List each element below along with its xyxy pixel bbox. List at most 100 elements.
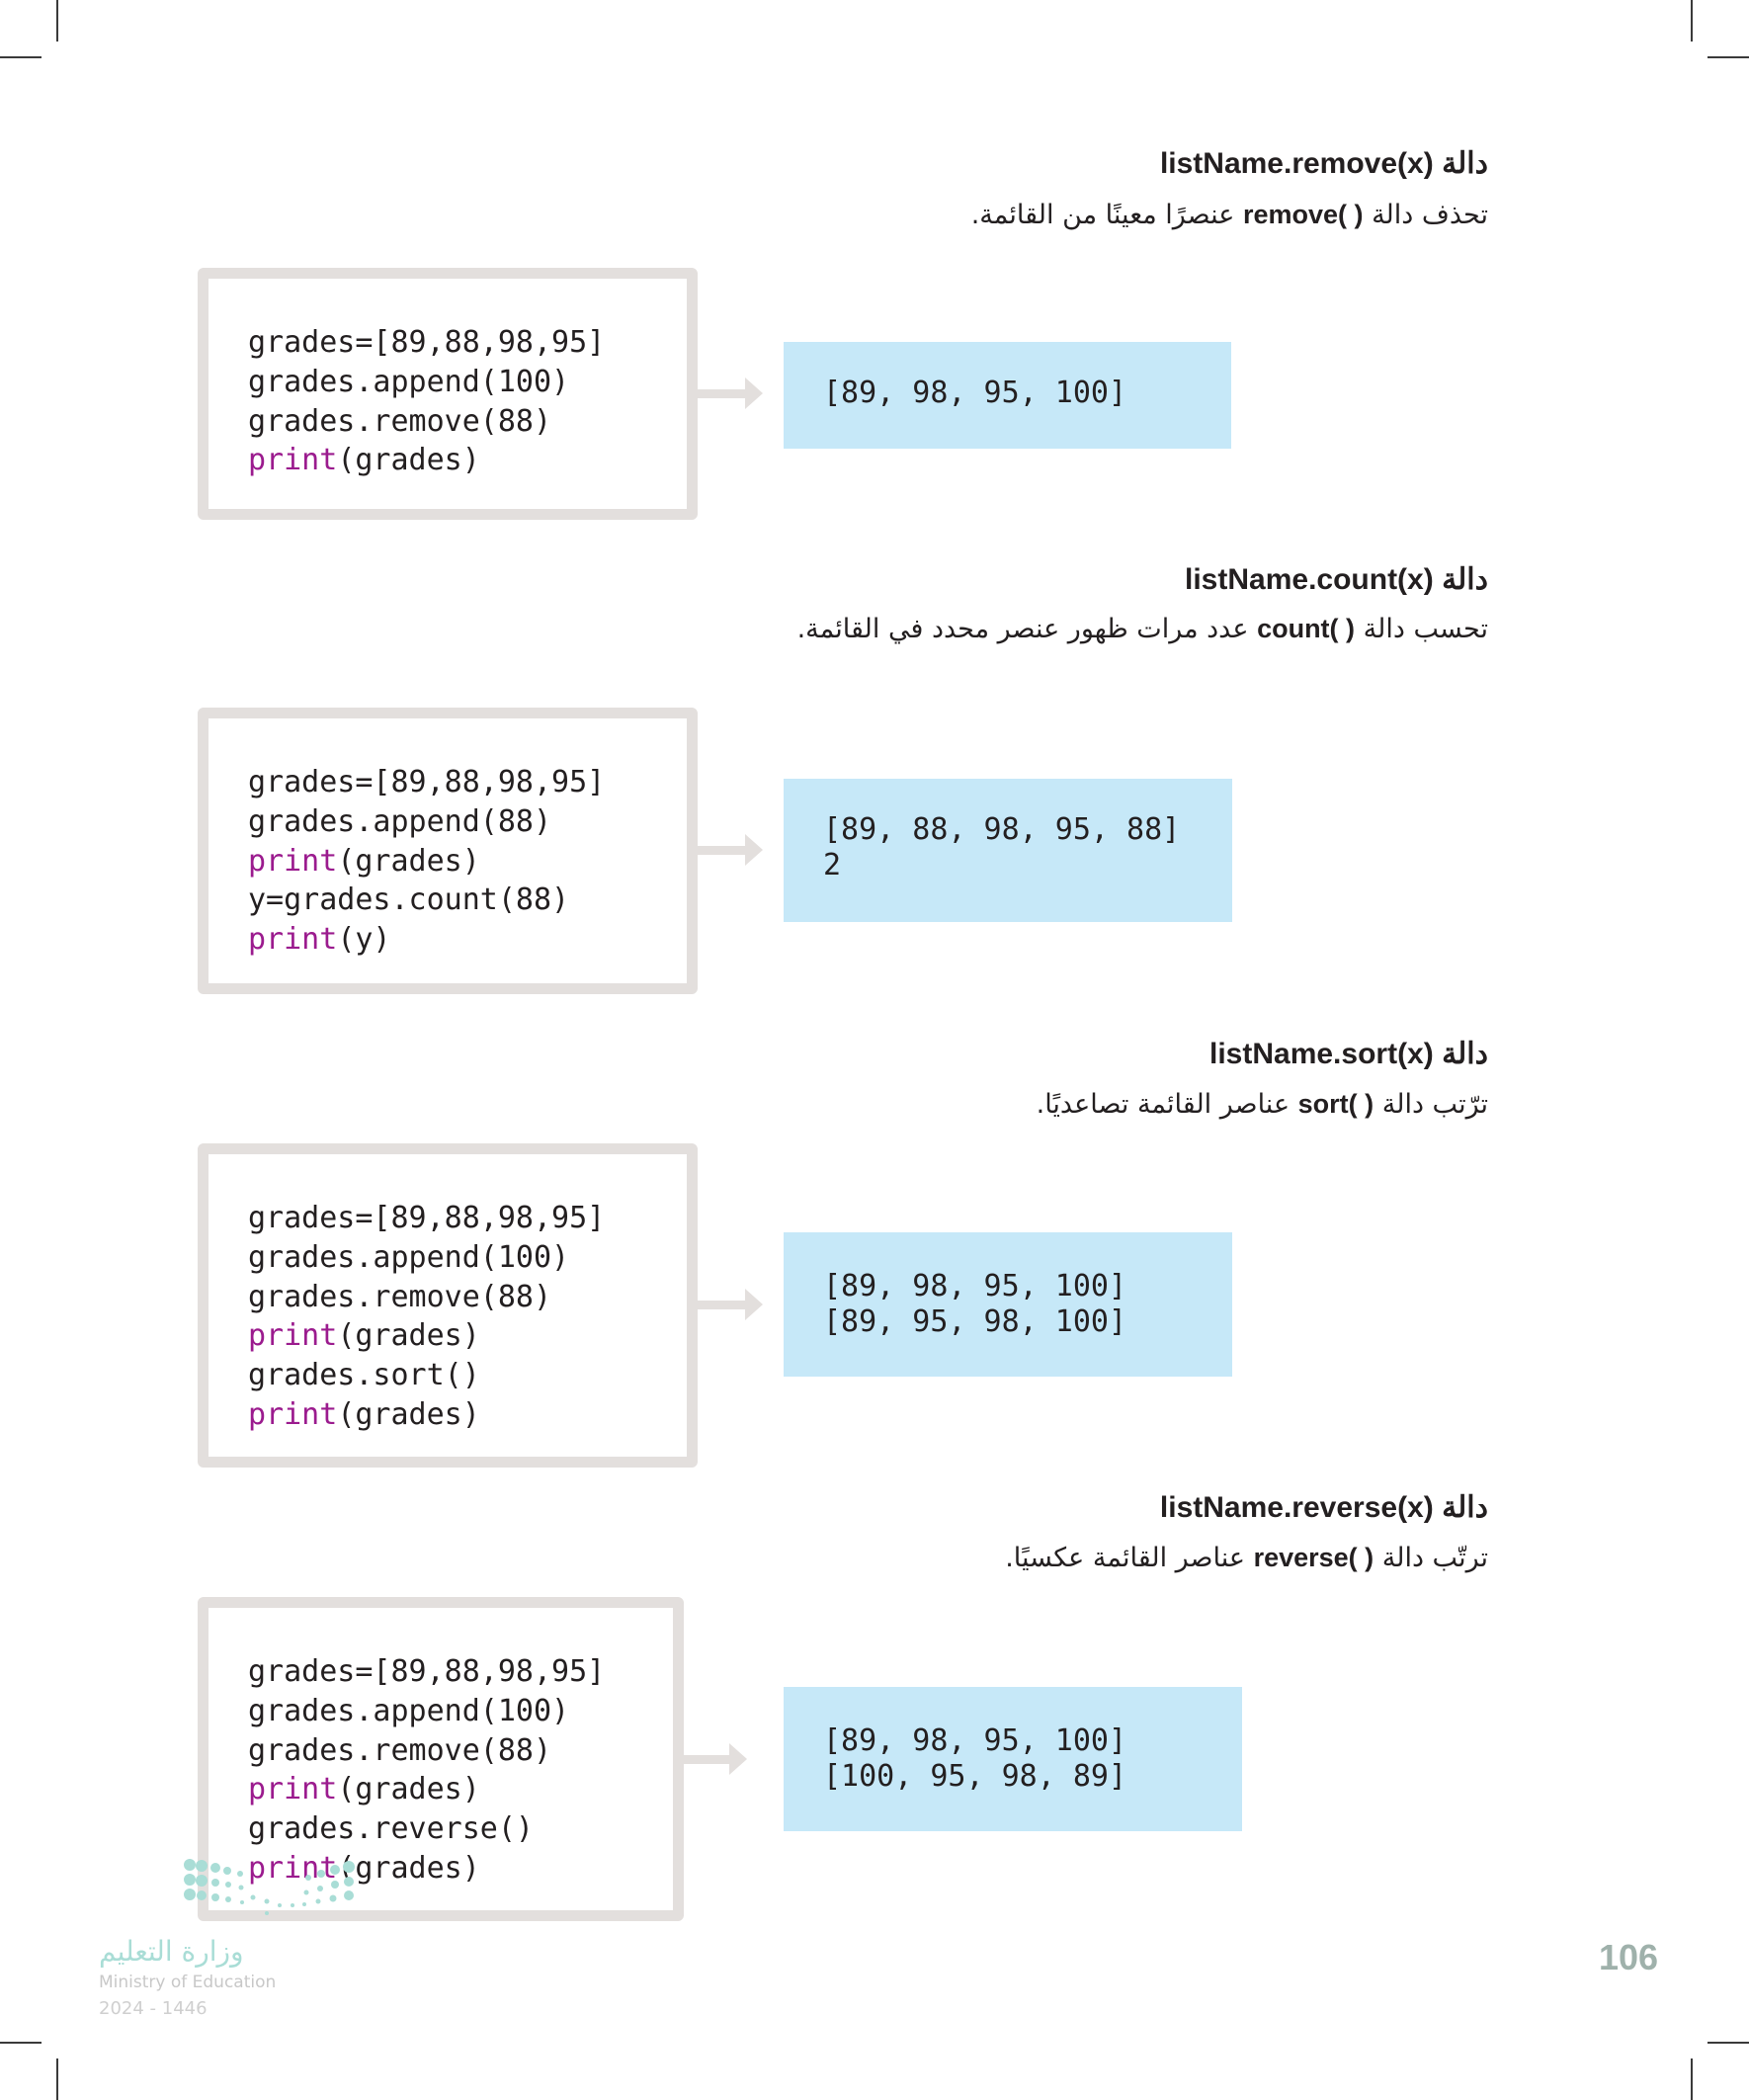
section-heading: دالة listName.sort(x) xyxy=(1209,1037,1488,1071)
heading-prefix: دالة xyxy=(1442,1038,1488,1070)
code-line: grades.reverse() xyxy=(248,1809,605,1849)
code-line: grades.append(100) xyxy=(248,363,605,402)
code-text: grades.append(88) xyxy=(248,803,552,839)
code-text: (grades) xyxy=(337,443,480,478)
code-line: grades.append(100) xyxy=(248,1692,605,1731)
code-line: print(grades) xyxy=(248,1316,605,1356)
desc-text: تحسب دالة xyxy=(1363,614,1488,644)
code-line: grades.append(100) xyxy=(248,1238,605,1278)
code-keyword: print xyxy=(248,843,338,879)
code-text: (grades) xyxy=(337,1850,480,1886)
desc-text: عنصرًا معينًا من القائمة. xyxy=(970,200,1235,230)
section-description: تحسب دالة count( ) عدد مرات ظهور عنصر مح… xyxy=(797,614,1488,644)
desc-function: reverse( ) xyxy=(1253,1543,1374,1572)
code-keyword: print xyxy=(248,922,338,958)
desc-text: عناصر القائمة تصاعديًا. xyxy=(1036,1089,1291,1120)
page-number: 106 xyxy=(1599,1937,1659,1977)
code-block: grades=[89,88,98,95] grades.append(100) gr… xyxy=(198,1597,684,1921)
code-text: (y) xyxy=(337,922,391,958)
code-line: print(y) xyxy=(248,920,605,960)
code-text: grades=[89,88,98,95] xyxy=(248,325,606,360)
heading-prefix: دالة xyxy=(1442,1491,1488,1524)
output-line: [89, 95, 98, 100] xyxy=(823,1304,1127,1339)
output-block: [89, 88, 98, 95, 88]2 xyxy=(784,779,1232,922)
output-lines: [89, 98, 95, 100][100, 95, 98, 89] xyxy=(823,1723,1126,1795)
desc-text: ترتّب دالة xyxy=(1381,1543,1488,1573)
code-line: y=grades.count(88) xyxy=(248,881,605,920)
code-text: grades.remove(88) xyxy=(248,1279,552,1314)
code-text: (grades) xyxy=(337,843,480,879)
logo-arabic-text: وزارة التعليم xyxy=(99,1935,244,1968)
section-description: تحذف دالة remove( ) عنصرًا معينًا من الق… xyxy=(971,200,1488,230)
crop-mark xyxy=(0,2042,42,2044)
section-heading: دالة listName.count(x) xyxy=(1185,562,1488,597)
heading-function-name: listName.sort(x) xyxy=(1209,1038,1434,1070)
output-line: [89, 98, 95, 100] xyxy=(823,376,1127,410)
crop-mark xyxy=(56,0,58,42)
crop-mark xyxy=(1707,56,1749,58)
heading-prefix: دالة xyxy=(1442,147,1488,180)
logo-year: 2024 - 1446 xyxy=(99,1998,208,2019)
code-block: grades=[89,88,98,95]grades.append(100)gr… xyxy=(198,268,698,520)
code-line: print(grades) xyxy=(248,1395,605,1435)
logo-english-text: Ministry of Education xyxy=(99,1973,277,1992)
code-keyword: print xyxy=(248,1772,338,1807)
code-text: grades=[89,88,98,95] xyxy=(248,1201,606,1235)
desc-function: count( ) xyxy=(1257,614,1356,643)
code-line: grades=[89,88,98,95] xyxy=(248,1652,605,1692)
code-text: grades.remove(88) xyxy=(248,403,552,439)
crop-mark xyxy=(56,2058,58,2100)
crop-mark xyxy=(0,56,42,58)
code-keyword: print xyxy=(248,1318,338,1354)
desc-function: remove( ) xyxy=(1242,200,1364,229)
output-line: [89, 88, 98, 95, 88] xyxy=(823,812,1181,847)
code-text: (grades) xyxy=(337,1396,480,1432)
code-line: print(grades) xyxy=(248,441,605,480)
desc-text: ترّتب دالة xyxy=(1381,1089,1488,1120)
code-text: grades.append(100) xyxy=(248,1693,570,1728)
code-keyword: print xyxy=(248,1396,338,1432)
code-line: grades.remove(88) xyxy=(248,1278,605,1317)
code-text: grades.reverse() xyxy=(248,1811,534,1847)
desc-text: تحذف دالة xyxy=(1372,200,1488,230)
code-line: print(grades) xyxy=(248,1770,605,1809)
heading-prefix: دالة xyxy=(1442,563,1488,596)
code-line: print(grades) xyxy=(248,1849,605,1889)
code-line: grades.remove(88) xyxy=(248,1731,605,1771)
crop-mark xyxy=(1707,2042,1749,2044)
desc-text: عدد مرات ظهور عنصر محدد في القائمة. xyxy=(796,614,1249,644)
section-heading: دالة listName.remove(x) xyxy=(1160,146,1488,181)
output-line: [89, 98, 95, 100] xyxy=(823,1723,1127,1758)
output-block: [89, 98, 95, 100][100, 95, 98, 89] xyxy=(784,1687,1242,1831)
output-lines: [89, 98, 95, 100][89, 95, 98, 100] xyxy=(823,1269,1126,1340)
code-line: grades.remove(88) xyxy=(248,402,605,442)
section-description: ترّتب دالة sort( ) عناصر القائمة تصاعديً… xyxy=(1037,1089,1488,1120)
desc-text: عناصر القائمة عكسيًا. xyxy=(1005,1543,1245,1573)
output-lines: [89, 88, 98, 95, 88]2 xyxy=(823,812,1180,883)
code-lines: grades=[89,88,98,95] grades.append(100) gr… xyxy=(248,1652,605,1889)
code-text: grades=[89,88,98,95] xyxy=(248,1654,606,1689)
output-block: [89, 98, 95, 100] xyxy=(784,342,1231,449)
output-line: [100, 95, 98, 89] xyxy=(823,1759,1127,1794)
code-lines: grades=[89,88,98,95]grades.append(100)gr… xyxy=(248,323,605,480)
code-text: grades=[89,88,98,95] xyxy=(248,765,606,799)
heading-function-name: listName.reverse(x) xyxy=(1159,1491,1434,1524)
code-lines: grades=[89,88,98,95]grades.append(88)pri… xyxy=(248,763,605,960)
code-block: grades=[89,88,98,95]grades.append(88)pri… xyxy=(198,708,698,994)
code-line: grades=[89,88,98,95] xyxy=(248,1199,605,1238)
code-block: grades=[89,88,98,95]grades.append(100)gr… xyxy=(198,1143,698,1468)
code-text: grades.remove(88) xyxy=(248,1732,552,1768)
section-description: ترتّب دالة reverse( ) عناصر القائمة عكسي… xyxy=(1005,1543,1488,1573)
code-text: (grades) xyxy=(337,1772,480,1807)
code-line: print(grades) xyxy=(248,842,605,882)
code-keyword: print xyxy=(248,443,338,478)
code-line: grades=[89,88,98,95] xyxy=(248,323,605,363)
code-text: y=grades.count(88) xyxy=(248,882,570,918)
section-heading: دالة listName.reverse(x) xyxy=(1160,1490,1488,1525)
ministry-logo: وزارة التعليم Ministry of Education 2024… xyxy=(99,1858,366,2026)
output-block: [89, 98, 95, 100][89, 95, 98, 100] xyxy=(784,1232,1232,1377)
code-text: (grades) xyxy=(337,1318,480,1354)
code-lines: grades=[89,88,98,95]grades.append(100)gr… xyxy=(248,1199,605,1435)
crop-mark xyxy=(1691,2058,1693,2100)
code-text: grades.sort() xyxy=(248,1358,480,1393)
